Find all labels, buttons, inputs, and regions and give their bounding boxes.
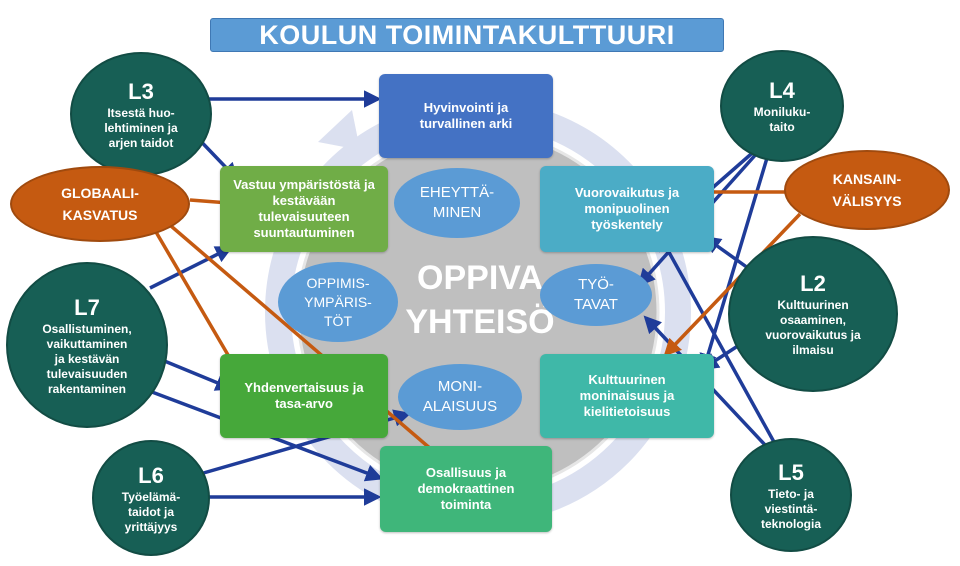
box-kulttuurinen: Kulttuurinen moninaisuus ja kielitietois…	[540, 354, 714, 438]
competence-l4: L4 Moniluku- taito	[720, 50, 844, 162]
arrow-kansain-kulttuurinen	[663, 212, 802, 357]
theme-kansainvalisyys: KANSAIN- VÄLISYYS	[784, 150, 950, 230]
arrow-l7-vastuu	[149, 246, 234, 290]
competence-l5-code: L5	[778, 459, 804, 485]
competence-l5-desc: Tieto- ja viestintä- teknologia	[760, 486, 821, 531]
competence-l2-desc: Kulttuurinen osaaminen, vuorovaikutus ja…	[765, 298, 861, 357]
arrow-l7-yhdenvertaisuus	[161, 358, 234, 391]
box-hyvinvointi: Hyvinvointi ja turvallinen arki	[379, 74, 553, 158]
competence-l4-desc: Moniluku- taito	[753, 105, 811, 134]
center-label: OPPIVA YHTEISÖ	[405, 259, 555, 341]
diagram-title: KOULUN TOIMINTAKULTTUURI	[210, 18, 724, 52]
box-vastuu: Vastuu ympäristöstä ja kestävään tulevai…	[220, 166, 388, 252]
competence-l4-code: L4	[769, 78, 795, 103]
competence-l6-code: L6	[138, 462, 164, 488]
competence-l7-desc: Osallistuminen, vaikuttaminen ja kestävä…	[42, 321, 132, 396]
inner-oval-oppimisymparistot: OPPIMIS- YMPÄRIS- TÖT	[278, 262, 398, 342]
competence-l5: L5 Tieto- ja viestintä- teknologia	[730, 438, 852, 552]
competence-l7-code: L7	[74, 294, 100, 320]
competence-l6-desc: Työelämä- taidot ja yrittäjyys	[121, 489, 181, 534]
box-yhdenvertaisuus: Yhdenvertaisuus ja tasa-arvo	[220, 354, 388, 438]
arrow-globaali-yhdenvertaisuus	[154, 231, 240, 376]
competence-l7: L7 Osallistuminen, vaikuttaminen ja kest…	[6, 262, 168, 428]
arrow-l5-vuorovaikutus	[658, 232, 776, 443]
cycle-arrowhead	[318, 110, 360, 150]
competence-l2: L2 Kulttuurinen osaaminen, vuorovaikutus…	[728, 236, 898, 392]
arrow-globaali-osallisuus	[162, 218, 449, 465]
inner-oval-eheyttaminen: EHEYTTÄ- MINEN	[394, 168, 520, 238]
competence-l3-code: L3	[128, 78, 154, 104]
competence-l6: L6 Työelämä- taidot ja yrittäjyys	[92, 440, 210, 556]
inner-oval-tyotavat: TYÖ- TAVAT	[540, 264, 652, 326]
box-osallisuus: Osallisuus ja demokraattinen toiminta	[380, 446, 552, 532]
competence-l3: L3 Itsestä huo- lehtiminen ja arjen taid…	[70, 52, 212, 176]
box-vuorovaikutus: Vuorovaikutus ja monipuolinen työskentel…	[540, 166, 714, 252]
competence-l3-desc: Itsestä huo- lehtiminen ja arjen taidot	[104, 105, 178, 150]
competence-l2-code: L2	[800, 271, 826, 296]
theme-globaalikasvatus: GLOBAALI- KASVATUS	[10, 166, 190, 242]
inner-oval-monialaisuus: MONI- ALAISUUS	[398, 364, 522, 430]
